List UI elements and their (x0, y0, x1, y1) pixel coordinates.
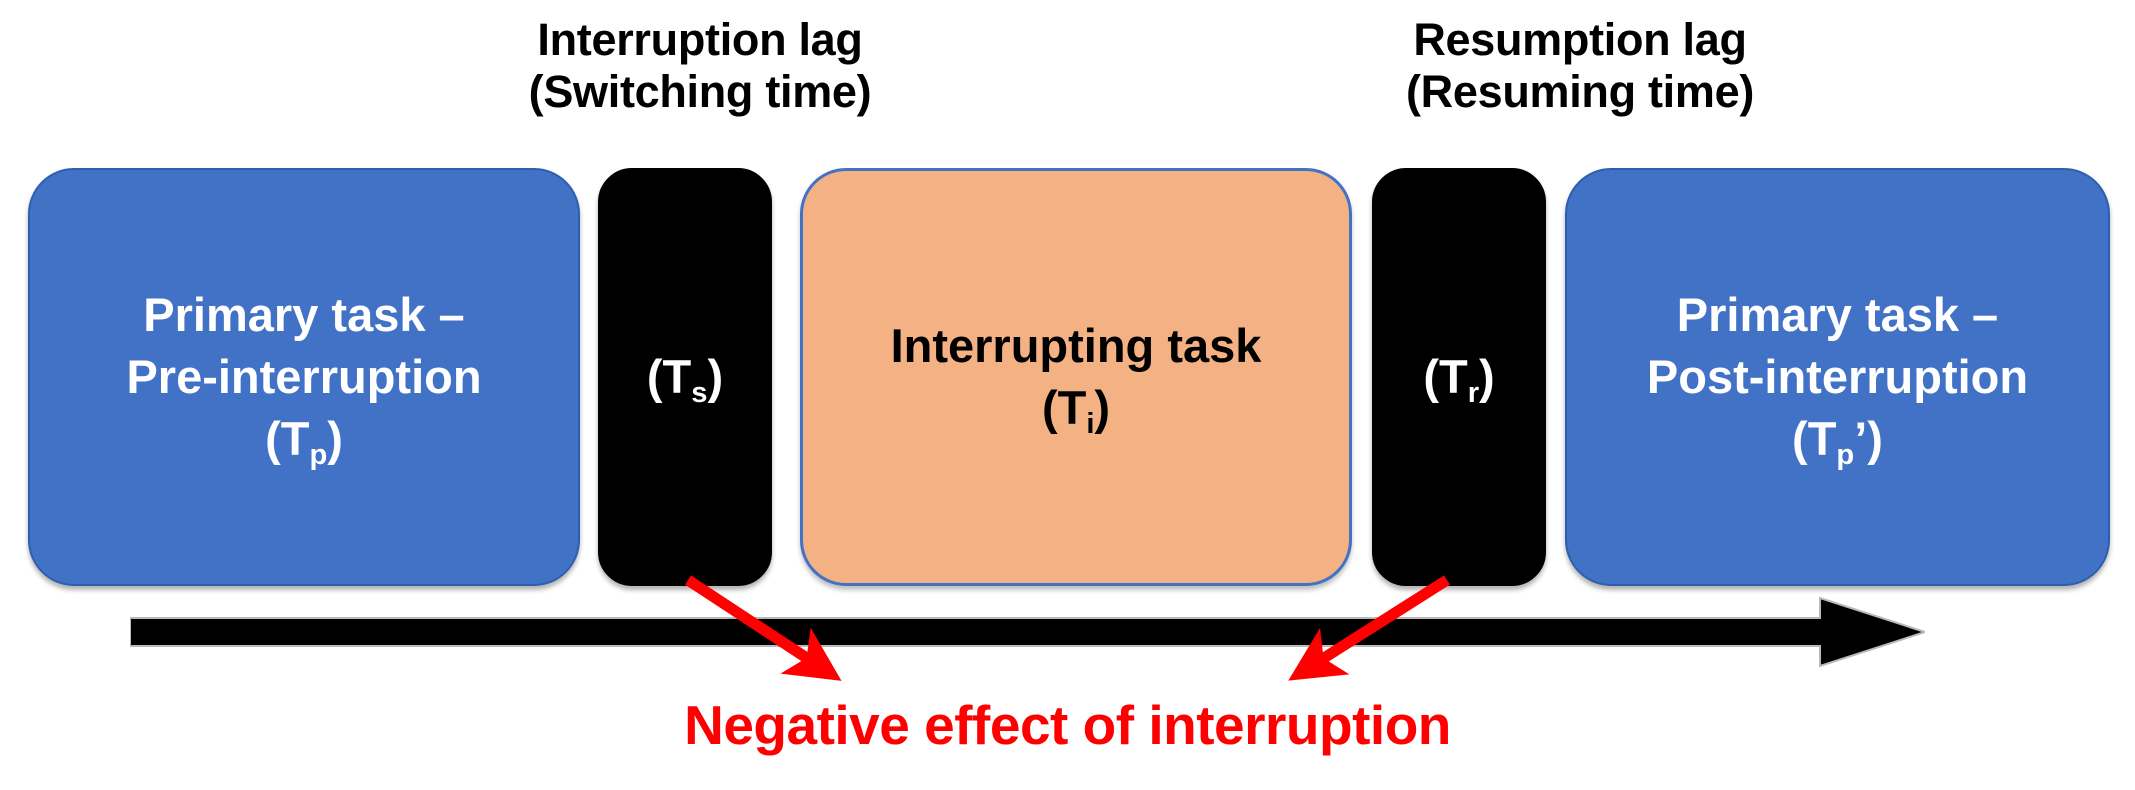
symbol-close: ) (1479, 350, 1495, 403)
box-primary-post-line1: Primary task – (1676, 288, 1999, 341)
symbol-subscript: p (1836, 438, 1855, 471)
symbol-subscript: r (1467, 376, 1480, 409)
symbol-open: (T (1041, 381, 1087, 434)
label-resumption-lag-line1: Resumption lag (1413, 14, 1747, 65)
box-interrupting-task: Interrupting task (Ti) (800, 168, 1352, 586)
label-interruption-lag: Interruption lag (Switching time) (330, 14, 1070, 118)
symbol-subscript: p (309, 438, 328, 471)
label-interruption-lag-line1: Interruption lag (537, 14, 863, 65)
symbol-subscript: s (691, 376, 708, 409)
symbol-open: (T (1792, 412, 1837, 465)
red-arrow-from-resuming-time-icon (1288, 575, 1450, 681)
box-switching-symbol: (Ts) (646, 348, 724, 409)
label-interruption-lag-line2: (Switching time) (528, 66, 872, 117)
box-primary-pre-line2: Pre-interruption (126, 350, 482, 403)
box-interrupting-label: Interrupting task (890, 319, 1262, 372)
box-resuming-time: (Tr) (1372, 168, 1546, 586)
time-axis-arrow-icon (130, 596, 1925, 668)
box-primary-task-pre-interruption: Primary task – Pre-interruption (Tp) (28, 168, 580, 586)
symbol-open: (T (646, 350, 692, 403)
symbol-close: ’) (1854, 412, 1883, 465)
symbol-open: (T (265, 412, 310, 465)
caption-negative-effect-of-interruption: Negative effect of interruption (684, 694, 1451, 756)
symbol-close: ) (1094, 381, 1111, 434)
box-primary-pre-symbol: (Tp) (265, 408, 343, 470)
box-primary-post-symbol: (Tp’) (1792, 408, 1883, 470)
red-arrow-from-switching-time-icon (684, 575, 842, 681)
box-primary-task-post-interruption: Primary task – Post-interruption (Tp’) (1565, 168, 2110, 586)
box-primary-post-line2: Post-interruption (1646, 350, 2029, 403)
box-switching-time: (Ts) (598, 168, 772, 586)
symbol-close: ) (327, 412, 343, 465)
box-primary-pre-line1: Primary task – (143, 288, 465, 341)
box-resuming-symbol: (Tr) (1423, 348, 1495, 409)
symbol-open: (T (1423, 350, 1468, 403)
symbol-close: ) (707, 350, 724, 403)
label-resumption-lag-line2: (Resuming time) (1405, 66, 1755, 117)
symbol-subscript: i (1086, 407, 1095, 440)
box-interrupting-symbol: (Ti) (1042, 377, 1110, 439)
label-resumption-lag: Resumption lag (Resuming time) (1200, 14, 1960, 118)
